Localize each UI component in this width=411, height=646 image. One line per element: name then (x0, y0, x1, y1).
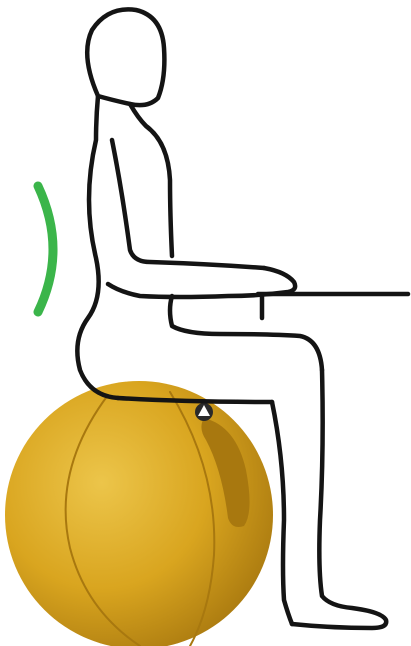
shin-front (292, 370, 386, 628)
ball-chair (5, 381, 273, 646)
posture-arc-icon (38, 186, 53, 312)
chest (130, 104, 172, 256)
forearm (108, 268, 295, 297)
arm-upper (112, 140, 264, 268)
shin-back (272, 402, 292, 624)
thigh (170, 296, 322, 370)
head (87, 9, 164, 105)
